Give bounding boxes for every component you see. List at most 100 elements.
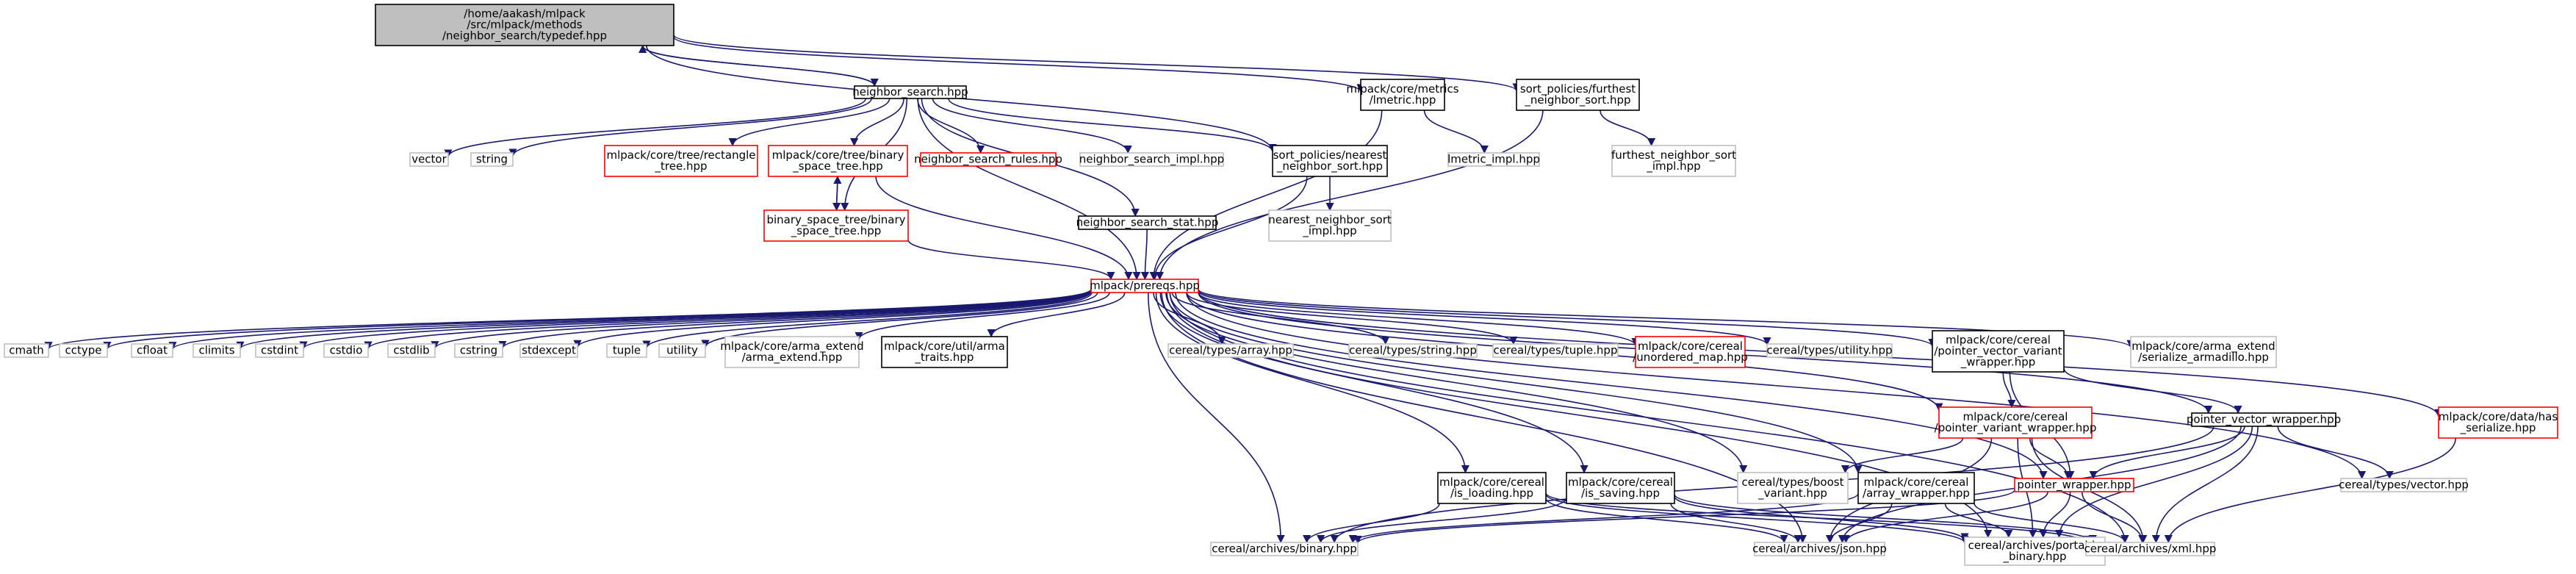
node-xml-archive[interactable]: cereal/archives/xml.hpp (2084, 542, 2217, 556)
node-types-string[interactable]: cereal/types/string.hpp (1348, 343, 1478, 358)
node-binary-archive[interactable]: cereal/archives/binary.hpp (1210, 542, 1359, 556)
node-cfloat[interactable]: cfloat (131, 343, 173, 358)
node-cstring[interactable]: cstring (454, 343, 503, 358)
node-ns-rules[interactable]: neighbor_search_rules.hpp (914, 152, 1062, 167)
edge-array-wrapper-to-portable-binary (1944, 503, 2013, 539)
node-types-utility[interactable]: cereal/types/utility.hpp (1766, 343, 1893, 358)
node-stdexcept[interactable]: stdexcept (519, 343, 578, 358)
node-rectangle-tree[interactable]: mlpack/core/tree/rectangle_tree.hpp (604, 145, 758, 177)
node-box (854, 85, 967, 99)
node-box (255, 343, 304, 358)
node-box (375, 4, 674, 46)
node-json-archive[interactable]: cereal/archives/json.hpp (1752, 542, 1887, 556)
header-nodes: /home/aakash/mlpack/src/mlpack/methods/n… (4, 4, 2558, 566)
node-arma-extend[interactable]: mlpack/core/arma_extend/arma_extend.hpp (720, 336, 864, 368)
edge-prereqs-to-stdexcept (573, 291, 1092, 348)
edge-prereqs-to-unordered-map (1198, 292, 1640, 347)
node-box (604, 145, 758, 177)
node-label-line: /serialize_armadillo.hpp (2138, 351, 2269, 365)
edge-prereqs-to-types-utility (1198, 290, 1771, 346)
edge-pvec-wrapper-to-types-vector (2277, 426, 2394, 480)
node-bst-bst[interactable]: binary_space_tree/binary_space_tree.hpp (763, 209, 909, 242)
node-cstdio[interactable]: cstdio (323, 343, 369, 358)
node-neighbor-search[interactable]: neighbor_search.hpp (852, 85, 968, 99)
node-boost-variant[interactable]: cereal/types/boost_variant.hpp (1737, 472, 1849, 504)
node-utility[interactable]: utility (658, 343, 706, 358)
node-label-line: string (476, 153, 508, 166)
edge-is-saving-to-xml-archive (1674, 494, 2097, 544)
node-is-saving[interactable]: mlpack/core/cereal/is_saving.hpp (1566, 472, 1675, 504)
node-serialize-armadillo[interactable]: mlpack/core/arma_extend/serialize_armadi… (2130, 336, 2277, 368)
node-is-loading[interactable]: mlpack/core/cereal/is_loading.hpp (1437, 472, 1547, 504)
node-label-line: sort_policies/furthest (1520, 82, 1636, 96)
node-label-line: neighbor_search.hpp (852, 85, 968, 99)
edge-neighbor-search-to-prereqs (917, 98, 1141, 281)
node-cmath[interactable]: cmath (4, 343, 49, 358)
node-pvec-wrapper[interactable]: pointer_vector_wrapper.hpp (2187, 412, 2341, 427)
node-box (470, 152, 514, 167)
node-label-line: _neighbor_sort.hpp (1276, 159, 1383, 173)
node-furthest-sort-impl[interactable]: furthest_neighbor_sort_impl.hpp (1611, 145, 1736, 177)
edge-prereqs-to-cstdlib (431, 290, 1092, 350)
node-lmetric[interactable]: mlpack/core/metrics/lmetric.hpp (1346, 79, 1459, 111)
node-label-line: sort_policies/nearest (1273, 148, 1387, 162)
node-label-line: cereal/archives/json.hpp (1752, 542, 1887, 556)
node-label-line: _traits.hpp (915, 351, 974, 365)
node-types-array[interactable]: cereal/types/array.hpp (1168, 343, 1294, 358)
node-label-line: _neighbor_sort.hpp (1524, 93, 1630, 107)
node-arma-traits[interactable]: mlpack/core/util/arma_traits.hpp (881, 336, 1008, 368)
node-box (881, 336, 1008, 368)
node-box (1932, 330, 2065, 373)
node-label-line: /is_saving.hpp (1581, 487, 1660, 501)
node-ns-stat[interactable]: neighbor_search_stat.hpp (1076, 215, 1219, 230)
node-box (2085, 542, 2215, 556)
node-prereqs[interactable]: mlpack/prereqs.hpp (1090, 279, 1200, 293)
node-label-line: cereal/types/boost (1742, 476, 1844, 489)
node-label-line: mlpack/core/data/has (2439, 410, 2558, 423)
node-box (2438, 406, 2558, 439)
node-portable-binary[interactable]: cereal/archives/portable_binary.hpp (1964, 537, 2106, 566)
node-label-line: _wrapper.hpp (1960, 356, 2036, 370)
node-label-line: /arma_extend.hpp (742, 351, 843, 365)
edge-prereqs-to-is-saving (1159, 292, 1589, 474)
node-has-serialize[interactable]: mlpack/core/data/has_serialize.hpp (2438, 406, 2558, 439)
node-pvv-wrapper[interactable]: mlpack/core/cereal/pointer_vector_varian… (1932, 330, 2065, 373)
node-binary-space-tree-core[interactable]: mlpack/core/tree/binary_space_tree.hpp (768, 145, 908, 177)
node-label-line: cctype (65, 344, 101, 357)
node-nearest-sort-impl[interactable]: nearest_neighbor_sort_impl.hpp (1268, 209, 1392, 242)
node-array-wrapper[interactable]: mlpack/core/cereal/array_wrapper.hpp (1857, 472, 1975, 504)
node-unordered-map[interactable]: mlpack/core/cereal/unordered_map.hpp (1633, 336, 1748, 368)
node-nearest-sort[interactable]: sort_policies/nearest_neighbor_sort.hpp (1272, 145, 1388, 177)
node-furthest-sort[interactable]: sort_policies/furthest_neighbor_sort.hpp (1516, 79, 1640, 111)
node-label-line: nearest_neighbor_sort (1268, 213, 1392, 227)
edge-bst-bst-to-binary-space-tree-core (833, 175, 842, 211)
node-box (1611, 145, 1736, 177)
node-label-line: cereal/archives/portable (1968, 539, 2102, 552)
node-lmetric-impl[interactable]: lmetric_impl.hpp (1447, 152, 1540, 167)
edge-prereqs-to-is-loading (1155, 292, 1469, 474)
node-label-line: cstdio (330, 344, 363, 357)
node-pointer-wrapper[interactable]: pointer_wrapper.hpp (2014, 478, 2134, 492)
node-ns-impl[interactable]: neighbor_search_impl.hpp (1079, 152, 1224, 167)
node-tuple[interactable]: tuple (606, 343, 647, 358)
node-climits[interactable]: climits (193, 343, 241, 358)
node-vector[interactable]: vector (409, 152, 449, 167)
edge-neighbor-search-to-nearest-sort (948, 98, 1277, 153)
node-string[interactable]: string (470, 152, 514, 167)
node-typedef[interactable]: /home/aakash/mlpack/src/mlpack/methods/n… (375, 4, 674, 46)
node-pv-wrapper[interactable]: mlpack/core/cereal/pointer_variant_wrapp… (1935, 406, 2097, 439)
node-types-vector[interactable]: cereal/types/vector.hpp (2339, 478, 2469, 492)
node-cctype[interactable]: cctype (59, 343, 108, 358)
edge-prereqs-to-tuple (642, 292, 1093, 349)
node-label-line: cereal/types/array.hpp (1169, 344, 1292, 357)
edge-array-wrapper-to-xml-archive (1974, 503, 2129, 544)
node-box (387, 343, 436, 358)
node-cstdlib[interactable]: cstdlib (387, 343, 436, 358)
edge-lmetric-to-lmetric-impl (1423, 110, 1489, 154)
node-label-line: _impl.hpp (1646, 159, 1700, 173)
node-types-tuple[interactable]: cereal/types/tuple.hpp (1492, 343, 1619, 358)
edge-pvec-wrapper-to-xml-archive (2151, 426, 2259, 544)
node-box (1078, 215, 1217, 230)
node-cstdint[interactable]: cstdint (255, 343, 304, 358)
